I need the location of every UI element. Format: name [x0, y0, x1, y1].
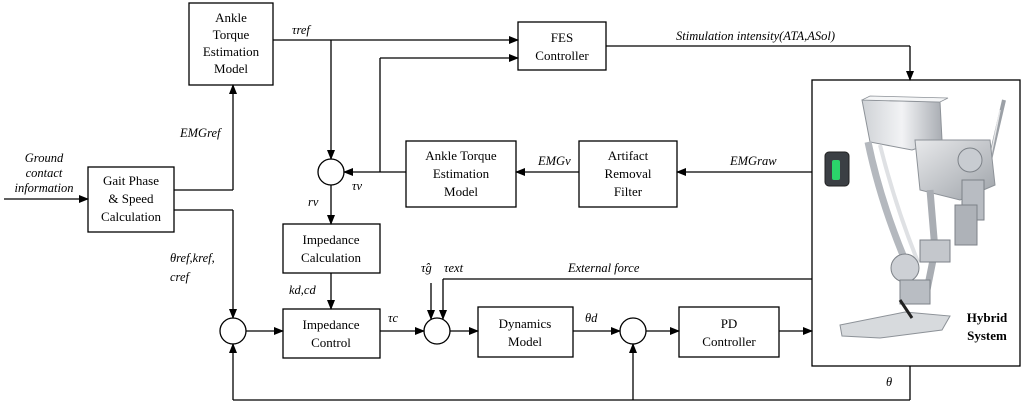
imp-ctrl-line-2: Control: [311, 335, 351, 350]
fes-controller-block: FES Controller: [517, 21, 607, 71]
label-tau-c: τc: [388, 311, 398, 325]
label-tau-v: τv: [352, 179, 362, 193]
ankle-torque-mid-line-1: Ankle Torque: [425, 148, 497, 163]
label-tau-g-hat: τ̂g: [421, 261, 432, 275]
dynamics-model-block: Dynamics Model: [477, 306, 574, 358]
sum-junction-position: [619, 317, 647, 345]
label-external-force: External force: [567, 261, 640, 275]
label-emg-raw: EMGraw: [729, 154, 777, 168]
artifact-line-1: Artifact: [608, 148, 649, 163]
signal-lines: [4, 36, 914, 401]
gait-line-1: Gait Phase: [103, 173, 159, 188]
imp-calc-line-1: Impedance: [302, 232, 359, 247]
ankle-torque-estimation-model-mid-block: Ankle Torque Estimation Model: [405, 140, 517, 208]
gait-line-3: Calculation: [101, 209, 161, 224]
pd-line-1: PD: [721, 316, 738, 331]
label-kd-cd: kd,cd: [289, 283, 316, 297]
fes-line-2: Controller: [535, 48, 589, 63]
impedance-calculation-block: Impedance Calculation: [282, 223, 381, 274]
hybrid-line-1: Hybrid: [967, 310, 1008, 325]
label-tau-ext: τext: [444, 261, 464, 275]
label-r-v: rv: [308, 195, 319, 209]
sum-junction-torque: [423, 317, 451, 345]
artifact-line-2: Removal: [605, 166, 652, 181]
ankle-torque-mid-line-2: Estimation: [433, 166, 490, 181]
label-emg-v: EMGv: [537, 154, 571, 168]
label-stimulation-intensity: Stimulation intensity(ATA,ASol): [676, 29, 835, 43]
artifact-removal-filter-block: Artifact Removal Filter: [578, 140, 678, 208]
pd-line-2: Controller: [702, 334, 756, 349]
ankle-torque-top-line-1: Ankle: [215, 10, 247, 25]
label-theta-k-c-ref-1: θref,kref,: [170, 251, 215, 265]
label-theta-d: θd: [585, 311, 598, 325]
label-ground-3: information: [14, 181, 73, 195]
ankle-torque-top-line-2: Torque: [213, 27, 250, 42]
dyn-line-2: Model: [508, 334, 542, 349]
label-emg-ref: EMGref: [179, 126, 222, 140]
fes-line-1: FES: [551, 30, 573, 45]
sum-junction-tau: [317, 158, 345, 186]
ankle-torque-top-line-4: Model: [214, 61, 248, 76]
gait-phase-speed-block: Gait Phase & Speed Calculation: [87, 166, 175, 233]
dyn-line-1: Dynamics: [499, 316, 552, 331]
label-tau-ref: τref: [292, 23, 311, 37]
label-ground-2: contact: [26, 166, 63, 180]
sum-junction-theta: [219, 317, 247, 345]
gait-line-2: & Speed: [108, 191, 154, 206]
imp-ctrl-line-1: Impedance: [302, 317, 359, 332]
exoskeleton-illustration: Hybrid System: [824, 95, 1008, 343]
ankle-torque-mid-line-3: Model: [444, 184, 478, 199]
ankle-torque-estimation-model-top-block: Ankle Torque Estimation Model: [188, 2, 274, 86]
label-theta-k-c-ref-2: cref: [170, 270, 190, 284]
imp-calc-line-2: Calculation: [301, 250, 361, 265]
label-ground-1: Ground: [25, 151, 64, 165]
signal-labels: τref Stimulation intensity(ATA,ASol) EMG…: [14, 23, 892, 389]
hybrid-line-2: System: [967, 328, 1007, 343]
artifact-line-3: Filter: [614, 184, 643, 199]
ankle-torque-top-line-3: Estimation: [203, 44, 260, 59]
label-theta: θ: [886, 375, 892, 389]
pd-controller-block: PD Controller: [678, 306, 780, 358]
impedance-control-block: Impedance Control: [282, 308, 381, 359]
